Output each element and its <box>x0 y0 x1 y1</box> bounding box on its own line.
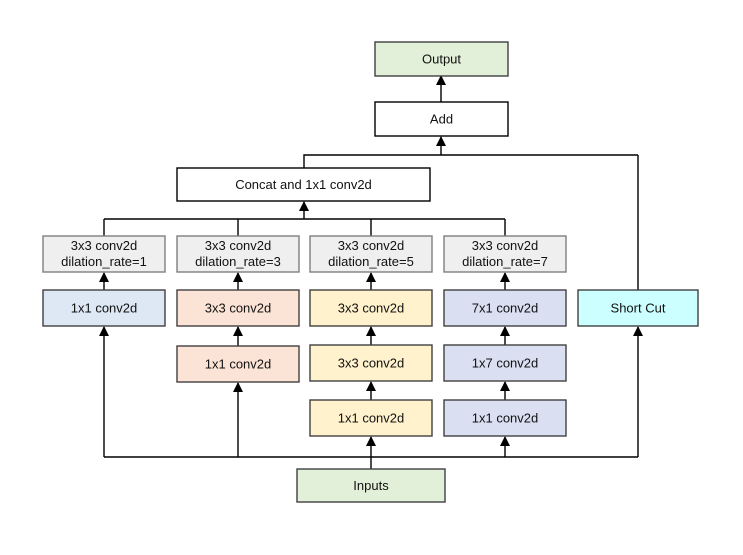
dil5-line2: dilation_rate=5 <box>328 254 414 269</box>
branch2-conv-1x1: 1x1 conv2d <box>176 345 300 383</box>
concat-node: Concat and 1x1 conv2d <box>176 167 431 202</box>
output-node: Output <box>374 41 509 77</box>
dil5-line1: 3x3 conv2d <box>338 238 405 253</box>
branch3-conv-1x1: 1x1 conv2d <box>309 399 433 437</box>
b4-top-label: 7x1 conv2d <box>472 301 539 316</box>
b3-mid-label: 3x3 conv2d <box>338 356 405 371</box>
b2-bottom-label: 1x1 conv2d <box>205 357 272 372</box>
concat-to-add-line <box>303 154 638 168</box>
b1-conv-label: 1x1 conv2d <box>71 301 138 316</box>
add-node: Add <box>374 101 509 137</box>
dil1-line1: 3x3 conv2d <box>71 238 138 253</box>
concat-label: Concat and 1x1 conv2d <box>235 177 372 192</box>
branch4-conv-1x7: 1x7 conv2d <box>443 344 567 382</box>
connectors <box>99 75 643 469</box>
branch3-conv-3x3-mid: 3x3 conv2d <box>309 344 433 382</box>
b4-bottom-label: 1x1 conv2d <box>472 411 539 426</box>
dil7-line1: 3x3 conv2d <box>472 238 539 253</box>
dilated-conv-rate-3: 3x3 conv2d dilation_rate=3 <box>176 235 300 273</box>
branch4-conv-7x1: 7x1 conv2d <box>443 289 567 327</box>
add-label: Add <box>430 112 453 127</box>
b2-top-label: 3x3 conv2d <box>205 301 272 316</box>
dilated-conv-rate-7: 3x3 conv2d dilation_rate=7 <box>443 235 567 273</box>
dilated-conv-rate-5: 3x3 conv2d dilation_rate=5 <box>309 235 433 273</box>
branch1-conv-1x1: 1x1 conv2d <box>42 289 166 327</box>
dil1-line2: dilation_rate=1 <box>61 254 147 269</box>
inputs-node: Inputs <box>296 468 446 503</box>
dil7-line2: dilation_rate=7 <box>462 254 548 269</box>
dil3-line1: 3x3 conv2d <box>205 238 272 253</box>
b4-mid-label: 1x7 conv2d <box>472 356 539 371</box>
branch2-conv-3x3: 3x3 conv2d <box>176 289 300 327</box>
output-label: Output <box>422 52 461 67</box>
branch3-conv-3x3-top: 3x3 conv2d <box>309 289 433 327</box>
dil3-line2: dilation_rate=3 <box>195 254 281 269</box>
shortcut-node: Short Cut <box>577 289 699 327</box>
shortcut-label: Short Cut <box>611 301 666 316</box>
dilated-conv-rate-1: 3x3 conv2d dilation_rate=1 <box>42 235 166 273</box>
b3-top-label: 3x3 conv2d <box>338 301 405 316</box>
b3-bottom-label: 1x1 conv2d <box>338 411 405 426</box>
branch4-conv-1x1: 1x1 conv2d <box>443 399 567 437</box>
inputs-label: Inputs <box>353 478 389 493</box>
